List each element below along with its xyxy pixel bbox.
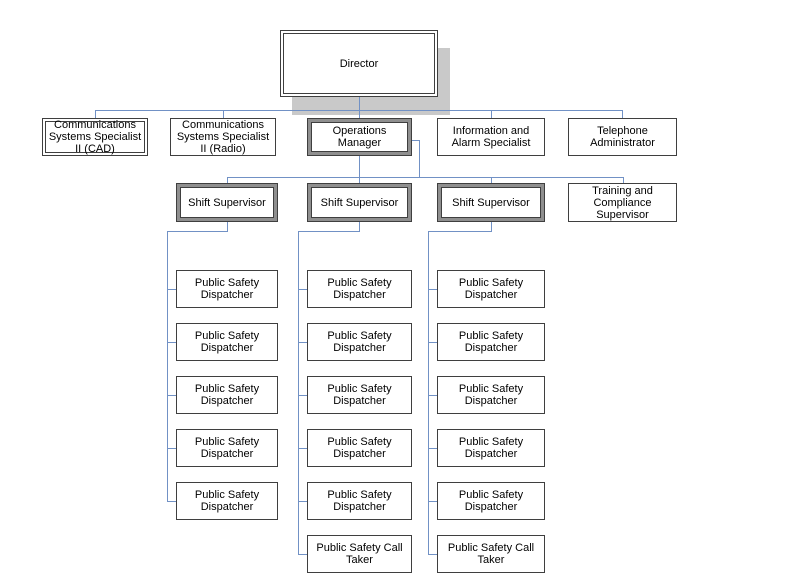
connector-stub	[167, 395, 176, 396]
org-node-team1-member: Public Safety Dispatcher	[176, 323, 278, 361]
connector-team3-elbow-v	[491, 222, 492, 231]
connector-team1-trunk	[167, 231, 168, 502]
connector-ops-side-elbow-v	[419, 140, 420, 177]
connector-stub	[428, 342, 437, 343]
connector-stub	[298, 448, 307, 449]
org-node-team3-member: Public Safety Dispatcher	[437, 323, 545, 361]
connector-team2-elbow-h	[298, 231, 360, 232]
org-node-team2-member: Public Safety Dispatcher	[307, 429, 412, 467]
connector-stub	[428, 289, 437, 290]
org-node-operations-manager: Operations Manager	[307, 118, 412, 156]
connector-stub	[428, 554, 437, 555]
connector-stub	[491, 177, 492, 183]
org-node-team2-member: Public Safety Call Taker	[307, 535, 412, 573]
connector-stub	[167, 289, 176, 290]
connector-ops-drop	[359, 156, 360, 177]
connector-stub	[298, 342, 307, 343]
org-node-shift-supervisor-3: Shift Supervisor	[437, 183, 545, 222]
org-node-team3-member: Public Safety Dispatcher	[437, 270, 545, 308]
org-node-team2-member: Public Safety Dispatcher	[307, 323, 412, 361]
connector-stub	[167, 342, 176, 343]
connector-stub	[227, 177, 228, 183]
connector-team3-trunk	[428, 231, 429, 555]
connector-stub	[491, 110, 492, 118]
org-node-team3-member: Public Safety Call Taker	[437, 535, 545, 573]
connector-stub	[167, 501, 176, 502]
connector-team1-elbow-h	[167, 231, 228, 232]
org-node-team3-member: Public Safety Dispatcher	[437, 376, 545, 414]
connector-stub	[428, 395, 437, 396]
connector-stub	[223, 110, 224, 118]
connector-stub	[95, 110, 96, 118]
org-node-shift-supervisor-1: Shift Supervisor	[176, 183, 278, 222]
org-node-team2-member: Public Safety Dispatcher	[307, 270, 412, 308]
connector-level2-rail	[95, 110, 623, 111]
org-node-team2-member: Public Safety Dispatcher	[307, 482, 412, 520]
connector-stub	[167, 448, 176, 449]
connector-stub	[428, 501, 437, 502]
org-node-training-compliance-supervisor: Training and Compliance Supervisor	[568, 183, 677, 222]
connector-team2-trunk	[298, 231, 299, 555]
org-node-team3-member: Public Safety Dispatcher	[437, 482, 545, 520]
org-node-director: Director	[280, 30, 438, 97]
org-node-comm-specialist-cad: Communications Systems Specialist II (CA…	[42, 118, 148, 156]
connector-stub	[298, 395, 307, 396]
connector-team2-elbow-v	[359, 222, 360, 231]
connector-ops-side-elbow-h	[412, 140, 420, 141]
org-node-comm-specialist-radio: Communications Systems Specialist II (Ra…	[170, 118, 276, 156]
connector-level3-rail	[227, 177, 624, 178]
connector-stub	[622, 110, 623, 118]
org-node-team2-member: Public Safety Dispatcher	[307, 376, 412, 414]
connector-stub	[623, 177, 624, 183]
connector-director-drop	[359, 97, 360, 118]
org-node-team1-member: Public Safety Dispatcher	[176, 376, 278, 414]
connector-team3-elbow-h	[428, 231, 492, 232]
connector-stub	[298, 554, 307, 555]
org-node-information-alarm-specialist: Information and Alarm Specialist	[437, 118, 545, 156]
org-node-team1-member: Public Safety Dispatcher	[176, 270, 278, 308]
connector-stub	[359, 177, 360, 183]
org-node-team1-member: Public Safety Dispatcher	[176, 482, 278, 520]
connector-team1-elbow-v	[227, 222, 228, 231]
org-node-telephone-administrator: Telephone Administrator	[568, 118, 677, 156]
org-node-shift-supervisor-2: Shift Supervisor	[307, 183, 412, 222]
connector-stub	[298, 501, 307, 502]
org-node-team3-member: Public Safety Dispatcher	[437, 429, 545, 467]
org-node-team1-member: Public Safety Dispatcher	[176, 429, 278, 467]
connector-stub	[428, 448, 437, 449]
connector-stub	[298, 289, 307, 290]
